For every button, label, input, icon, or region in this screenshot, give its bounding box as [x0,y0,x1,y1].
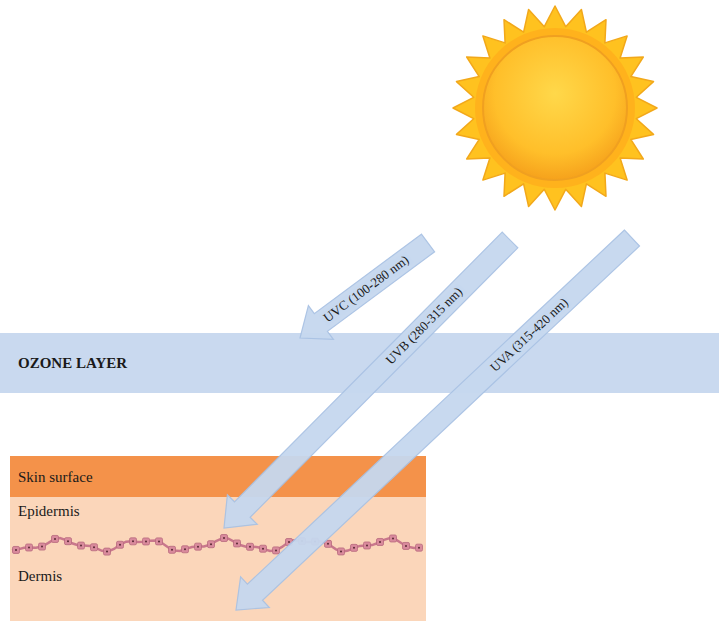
dermis-layer: Dermis [10,541,426,621]
layer-label: OZONE LAYER [18,354,127,372]
sun [453,6,657,210]
uv-rays [224,230,640,610]
layer-label: Dermis [18,567,62,585]
ray-label: UVC (100-280 nm) [320,251,414,326]
layer-label: Epidermis [18,502,80,520]
layer-label: Skin surface [18,468,93,486]
